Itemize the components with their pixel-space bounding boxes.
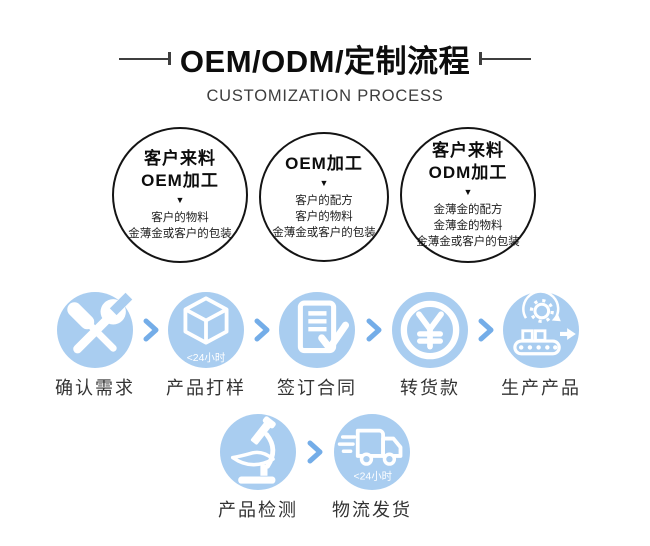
tools-icon — [57, 292, 133, 368]
step-label: 产品检测 — [218, 500, 298, 520]
step-label: 转货款 — [400, 378, 460, 398]
option-detail-line: 金薄金或客户的包装 — [272, 227, 376, 239]
option-detail-line: 客户的物料 — [295, 211, 353, 223]
chevron-right-icon — [141, 317, 161, 343]
arrow-down-icon: ▼ — [175, 195, 185, 205]
arrow-down-icon: ▼ — [463, 187, 473, 197]
option-title-line: 客户来料 — [432, 141, 504, 160]
production-line-icon — [503, 292, 579, 368]
truck-icon: <24小时 — [334, 414, 410, 490]
arrow-down-icon: ▼ — [319, 178, 329, 188]
chevron-right-icon — [364, 317, 384, 343]
option-detail-line: 客户的物料 — [151, 212, 209, 224]
chevron-right-icon — [305, 439, 325, 465]
option-detail-line: 金薄金的物料 — [433, 220, 503, 232]
option-detail-line: 金薄金或客户的包装 — [128, 228, 232, 240]
option-title-line: OEM加工 — [141, 171, 219, 190]
title-tick-left — [168, 52, 171, 65]
step-logistics-shipping: <24小时 物流发货 — [332, 414, 410, 520]
step-production: 生产产品 — [501, 292, 579, 398]
step-confirm-requirements: 确认需求 — [55, 292, 133, 398]
title-tick-right — [479, 52, 482, 65]
badge-24h: <24小时 — [353, 471, 392, 483]
step-product-testing: 产品检测 — [218, 414, 296, 520]
step-label: 签订合同 — [277, 378, 357, 398]
step-sign-contract: 签订合同 — [277, 292, 355, 398]
option-title-line: OEM加工 — [285, 154, 363, 173]
option-detail-line: 客户的配方 — [295, 195, 353, 207]
option-title-line: ODM加工 — [428, 163, 508, 182]
step-label: 确认需求 — [55, 378, 135, 398]
contract-icon — [279, 292, 355, 368]
step-product-sampling: <24小时 产品打样 — [166, 292, 244, 398]
step-transfer-payment: 转货款 — [392, 292, 468, 398]
title-rule-right — [479, 52, 532, 65]
step-label: 物流发货 — [332, 500, 412, 520]
step-label: 产品打样 — [166, 378, 246, 398]
option-detail-line: 金薄金的配方 — [433, 204, 503, 216]
page-subtitle: CUSTOMIZATION PROCESS — [206, 87, 444, 105]
header: OEM/ODM/定制流程 CUSTOMIZATION PROCESS — [0, 36, 650, 106]
yuan-coin-icon — [392, 292, 468, 368]
option-circle-oem-material: 客户来料 OEM加工 ▼ 客户的物料 金薄金或客户的包装 — [112, 127, 248, 263]
option-title-line: 客户来料 — [144, 149, 216, 168]
title-row: OEM/ODM/定制流程 — [0, 36, 650, 81]
page-title: OEM/ODM/定制流程 — [179, 44, 471, 79]
badge-24h: <24小时 — [187, 352, 226, 364]
option-circle-oem-processing: OEM加工 ▼ 客户的配方 客户的物料 金薄金或客户的包装 — [259, 132, 389, 262]
microscope-icon — [220, 414, 296, 490]
option-detail-line: 金薄金或客户的包装 — [416, 236, 520, 248]
chevron-right-icon — [476, 317, 496, 343]
chevron-right-icon — [252, 317, 272, 343]
title-rule-left — [118, 52, 171, 65]
option-circle-odm-material: 客户来料 ODM加工 ▼ 金薄金的配方 金薄金的物料 金薄金或客户的包装 — [400, 127, 536, 263]
step-label: 生产产品 — [501, 378, 581, 398]
cube-icon: <24小时 — [168, 292, 244, 368]
